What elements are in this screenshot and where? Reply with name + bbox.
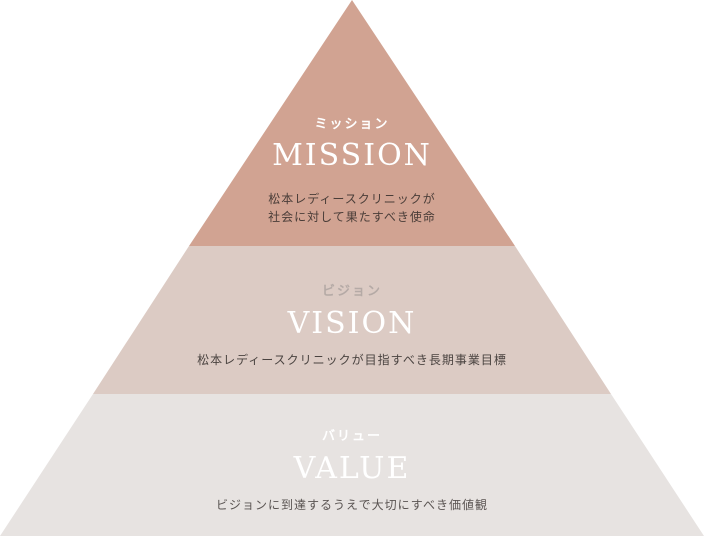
vision-kana: ビジョン [321, 284, 382, 299]
value-kana: バリュー [321, 429, 382, 444]
value-description: ビジョンに到達するうえで大切にすべき価値観 [216, 498, 488, 512]
vision-title: VISION [287, 306, 417, 341]
vision-description: 松本レディースクリニックが目指すべき長期事業目標 [197, 353, 507, 367]
mission-description-line-1: 松本レディースクリニックが [268, 192, 436, 206]
mission-description-line-2: 社会に対して果たすべき使命 [268, 210, 436, 224]
value-title: VALUE [293, 451, 411, 486]
mission-tier-shape [189, 0, 515, 246]
vision-tier-shape [93, 246, 611, 394]
mission-kana: ミッション [314, 117, 390, 132]
mission-title: MISSION [272, 138, 432, 173]
value-tier-shape [0, 394, 704, 536]
